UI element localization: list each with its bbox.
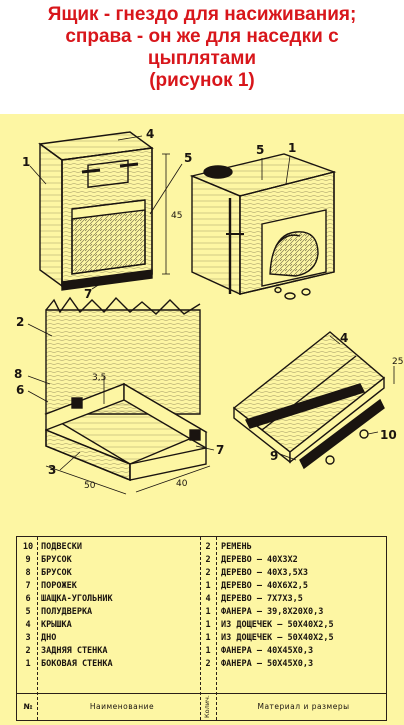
table-row: 10 ПОДВЕСКИ 2 РЕМЕНЬ bbox=[17, 541, 386, 553]
title-line-2: справа - он же для наседки с bbox=[65, 26, 339, 47]
table-row: 9 БРУСОК 2 ДЕРЕВО — 40Х3Х2 bbox=[17, 554, 386, 566]
row-part-name: ЗАДНЯЯ СТЕНКА bbox=[41, 646, 108, 656]
row-material: ДЕРЕВО — 40Х3,5Х3 bbox=[221, 568, 308, 578]
row-part-name: КРЫШКА bbox=[41, 620, 72, 630]
label-1a: 1 bbox=[22, 155, 30, 169]
row-material: ИЗ ДОЩЕЧЕК — 50Х40Х2,5 bbox=[221, 633, 334, 643]
dim-50: 50 bbox=[84, 481, 96, 491]
table-divider-qty bbox=[216, 537, 217, 720]
header-number: № bbox=[23, 702, 33, 711]
table-divider-no bbox=[37, 537, 38, 720]
row-material: ДЕРЕВО — 40Х3Х2 bbox=[221, 555, 298, 565]
row-quantity: 4 bbox=[205, 594, 211, 604]
label-8: 8 bbox=[14, 367, 22, 381]
row-material: ФАНЕРА — 50Х45Х0,3 bbox=[221, 659, 314, 669]
label-2: 2 bbox=[16, 315, 24, 329]
drawing-panel: 1 4 5 7 45 5 1 2 8 6 3 7 3,5 50 40 4 25 … bbox=[0, 114, 404, 725]
row-part-name: БРУСОК bbox=[41, 555, 72, 565]
row-quantity: 1 bbox=[205, 607, 211, 617]
row-number: 6 bbox=[25, 594, 31, 604]
table-divider-name bbox=[200, 537, 201, 720]
nest-box-illustration: 1 4 5 7 45 5 1 2 8 6 3 7 3,5 50 40 4 25 … bbox=[14, 127, 403, 495]
label-7b: 7 bbox=[216, 443, 224, 457]
row-part-name: ПОРОЖЕК bbox=[41, 581, 77, 591]
row-number: 3 bbox=[25, 633, 31, 643]
header-name: Наименование bbox=[89, 702, 155, 711]
row-quantity: 2 bbox=[205, 659, 211, 669]
table-row: 7 ПОРОЖЕК 1 ДЕРЕВО — 40Х6Х2,5 bbox=[17, 580, 386, 592]
row-part-name: ПОДВЕСКИ bbox=[41, 542, 82, 552]
label-1b: 1 bbox=[288, 141, 296, 155]
row-material: ИЗ ДОЩЕЧЕК — 50Х40Х2,5 bbox=[221, 620, 334, 630]
dim-2-5: 25 bbox=[392, 357, 403, 367]
row-number: 7 bbox=[25, 581, 31, 591]
label-3: 3 bbox=[48, 463, 56, 477]
row-quantity: 1 bbox=[205, 633, 211, 643]
hen-box-drawing bbox=[189, 153, 337, 300]
row-number: 5 bbox=[25, 607, 31, 617]
row-part-name: ШАЩКА-УГОЛЬНИК bbox=[41, 594, 113, 604]
row-part-name: ПОЛУДВЕРКА bbox=[41, 607, 93, 617]
parts-table: 10 ПОДВЕСКИ 2 РЕМЕНЬ 9 БРУСОК 2 ДЕРЕВО —… bbox=[16, 536, 387, 721]
table-row: 2 ЗАДНЯЯ СТЕНКА 1 ФАНЕРА — 40Х45Х0,3 bbox=[17, 645, 386, 657]
table-row: 4 КРЫШКА 1 ИЗ ДОЩЕЧЕК — 50Х40Х2,5 bbox=[17, 619, 386, 631]
table-row: 8 БРУСОК 2 ДЕРЕВО — 40Х3,5Х3 bbox=[17, 567, 386, 579]
dim-3-5: 3,5 bbox=[92, 373, 106, 383]
row-material: ДЕРЕВО — 7Х7Х3,5 bbox=[221, 594, 303, 604]
row-number: 4 bbox=[25, 620, 31, 630]
row-number: 1 bbox=[25, 659, 31, 669]
header-material: Материал и размеры bbox=[257, 702, 350, 711]
table-row: 5 ПОЛУДВЕРКА 1 ФАНЕРА — 39,8Х20Х0,3 bbox=[17, 606, 386, 618]
title-line-3: цыплятами bbox=[147, 48, 257, 69]
row-material: ФАНЕРА — 39,8Х20Х0,3 bbox=[221, 607, 324, 617]
label-10: 10 bbox=[380, 428, 397, 442]
row-quantity: 1 bbox=[205, 581, 211, 591]
row-part-name: БОКОВАЯ СТЕНКА bbox=[41, 659, 113, 669]
row-part-name: ДНО bbox=[41, 633, 57, 643]
label-5b: 5 bbox=[256, 143, 264, 157]
table-row: 6 ШАЩКА-УГОЛЬНИК 4 ДЕРЕВО — 7Х7Х3,5 bbox=[17, 593, 386, 605]
row-quantity: 2 bbox=[205, 555, 211, 565]
table-row: 1 БОКОВАЯ СТЕНКА 2 ФАНЕРА — 50Х45Х0,3 bbox=[17, 658, 386, 670]
row-material: РЕМЕНЬ bbox=[221, 542, 252, 552]
header-quantity: Колич. bbox=[203, 695, 211, 718]
row-quantity: 2 bbox=[205, 568, 211, 578]
row-number: 2 bbox=[25, 646, 31, 656]
row-quantity: 1 bbox=[205, 620, 211, 630]
dim-40: 40 bbox=[176, 479, 188, 489]
open-frame-drawing bbox=[27, 296, 215, 495]
row-number: 9 bbox=[25, 555, 31, 565]
title-line-4: (рисунок 1) bbox=[149, 70, 255, 91]
table-header-rule bbox=[17, 693, 386, 694]
label-6: 6 bbox=[16, 383, 24, 397]
technical-drawing: 1 4 5 7 45 5 1 2 8 6 3 7 3,5 50 40 4 25 … bbox=[0, 114, 404, 634]
dim-45: 45 bbox=[171, 211, 182, 221]
label-7a: 7 bbox=[84, 287, 92, 301]
brood-box-drawing bbox=[29, 131, 183, 291]
row-material: ФАНЕРА — 40Х45Х0,3 bbox=[221, 646, 314, 656]
table-row: 3 ДНО 1 ИЗ ДОЩЕЧЕК — 50Х40Х2,5 bbox=[17, 632, 386, 644]
label-9: 9 bbox=[270, 449, 278, 463]
row-number: 10 bbox=[22, 542, 34, 552]
row-material: ДЕРЕВО — 40Х6Х2,5 bbox=[221, 581, 308, 591]
label-4a: 4 bbox=[146, 127, 154, 141]
lid-drawing bbox=[232, 331, 395, 470]
row-number: 8 bbox=[25, 568, 31, 578]
page-title: Ящик - гнездо для насиживания; справа - … bbox=[0, 4, 404, 92]
row-quantity: 1 bbox=[205, 646, 211, 656]
title-line-1: Ящик - гнездо для насиживания; bbox=[47, 4, 357, 25]
table-header: № Наименование Колич. Материал и размеры bbox=[17, 694, 386, 720]
label-5a: 5 bbox=[184, 151, 192, 165]
row-part-name: БРУСОК bbox=[41, 568, 72, 578]
row-quantity: 2 bbox=[205, 542, 211, 552]
label-4b: 4 bbox=[340, 331, 348, 345]
